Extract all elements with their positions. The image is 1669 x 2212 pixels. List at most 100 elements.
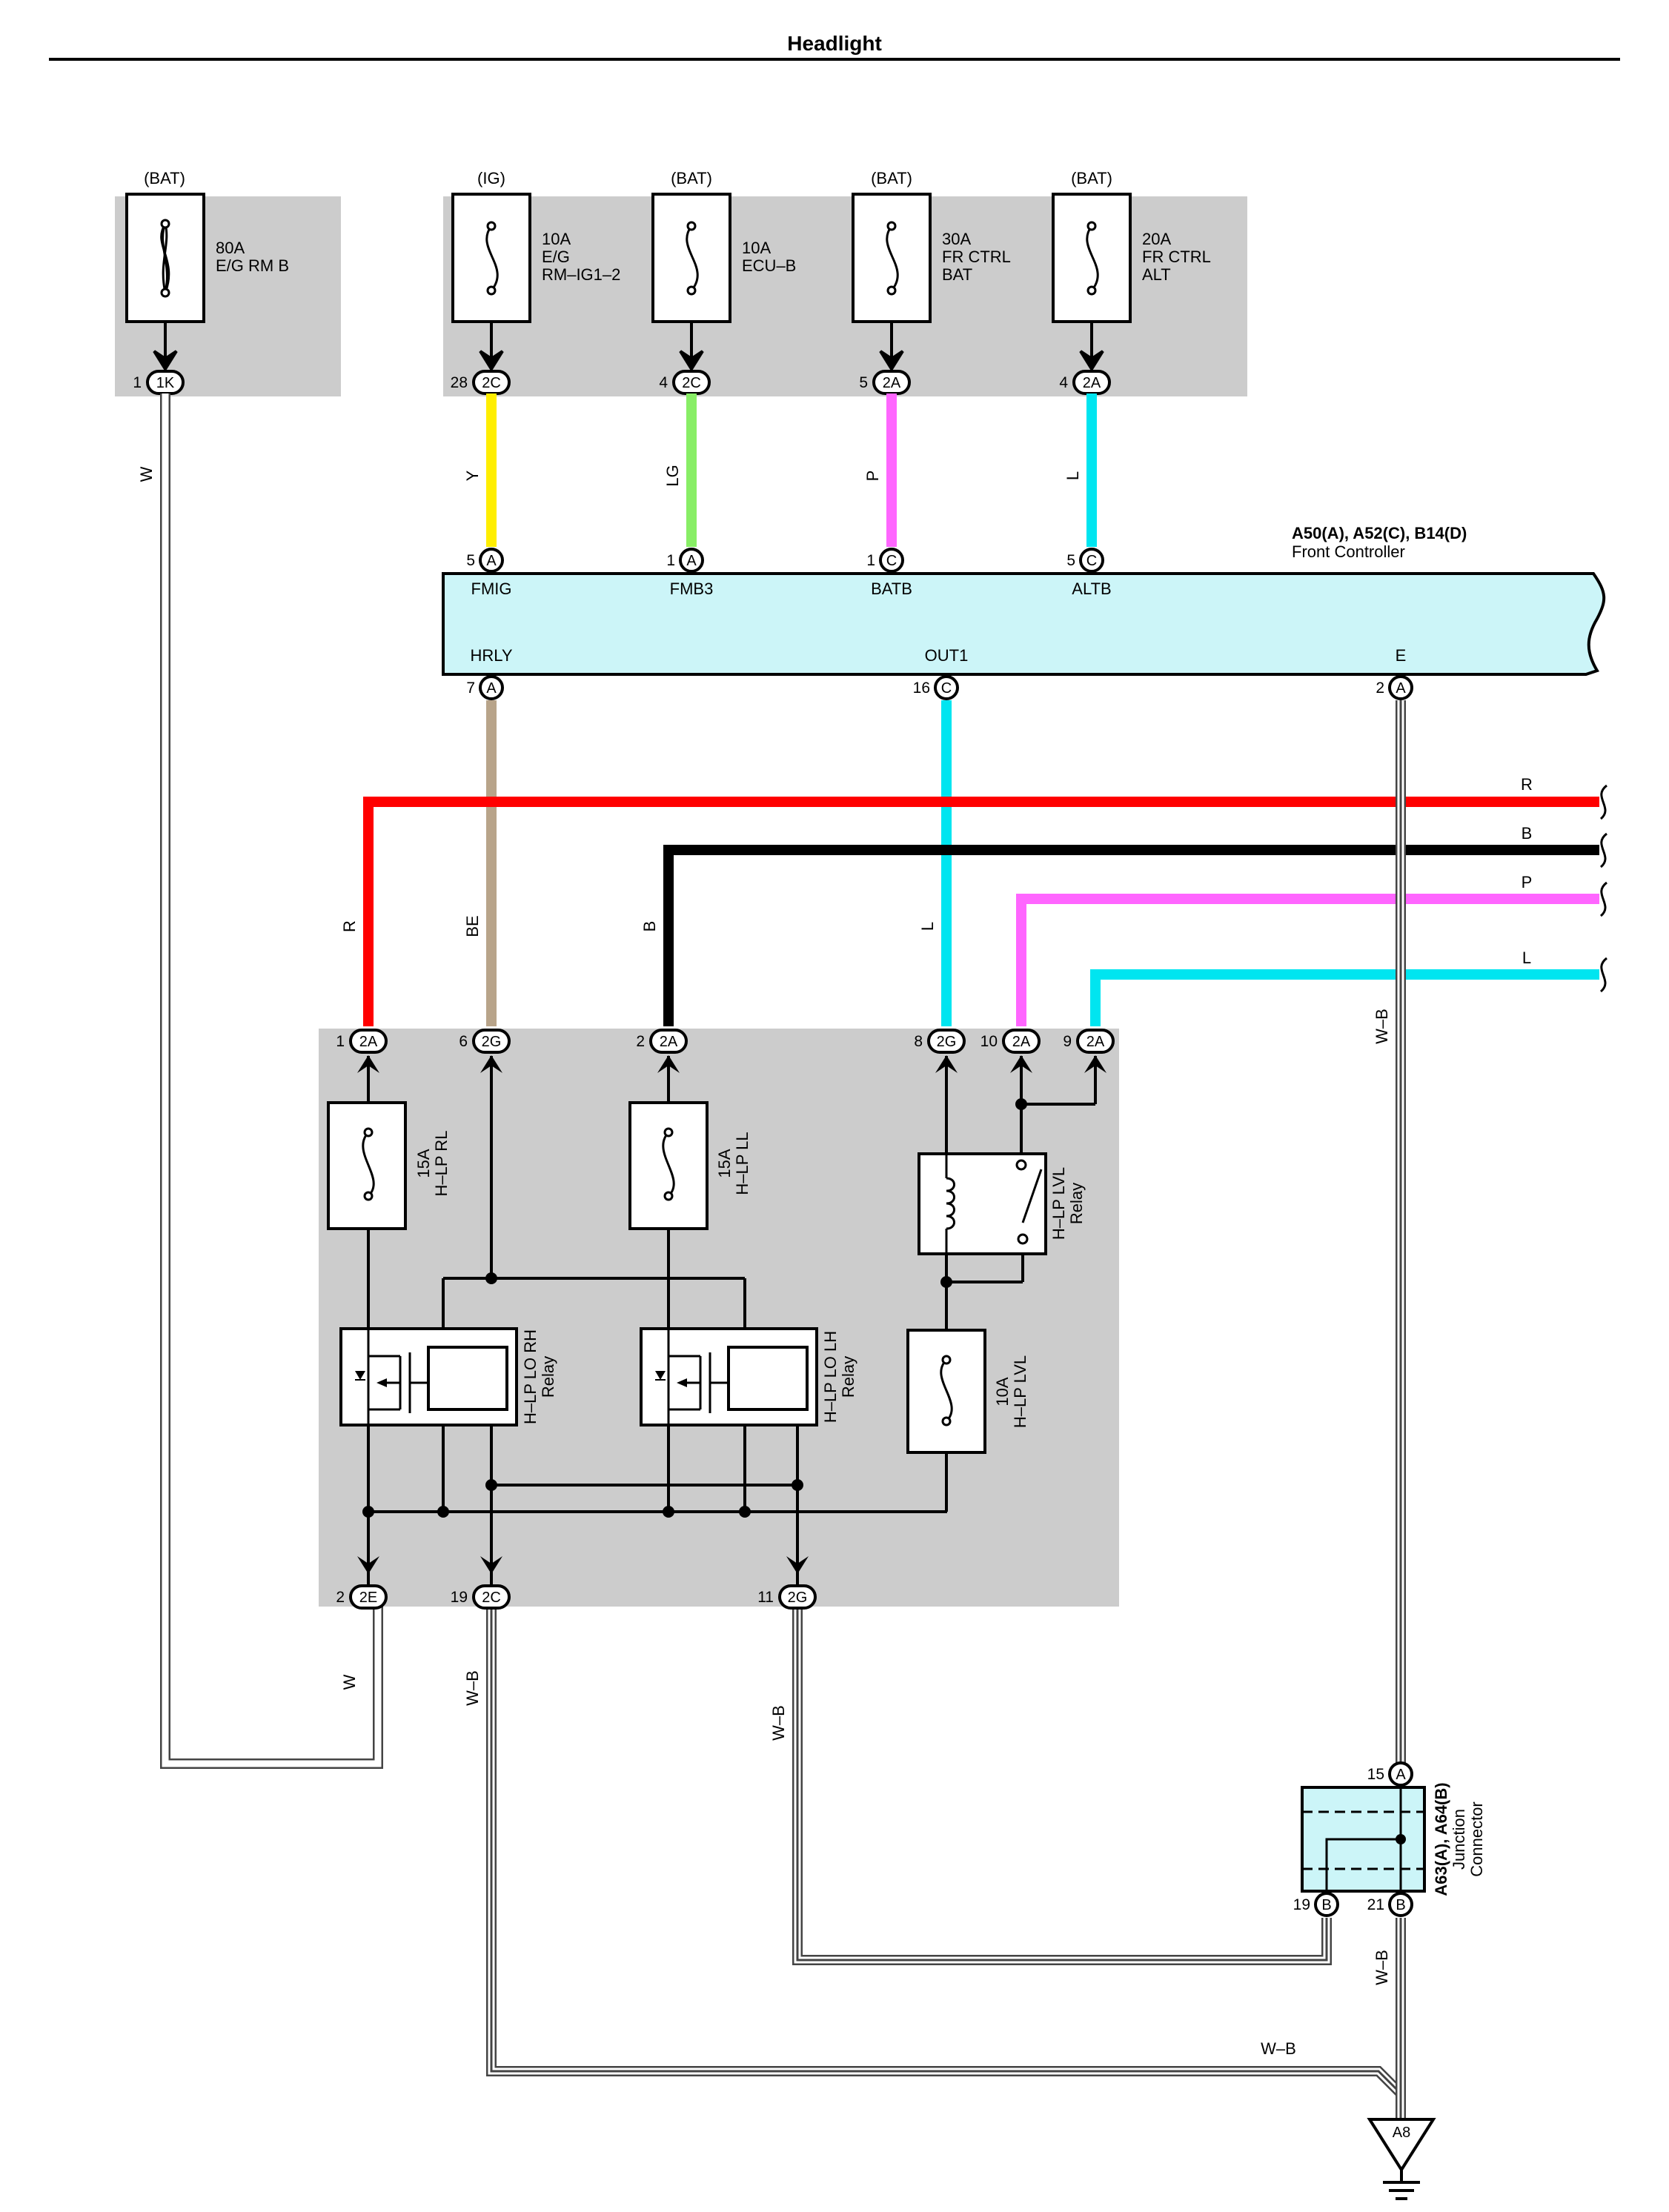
connector-2a-4-code: 2A bbox=[1083, 375, 1101, 391]
junction-term-19b: B 19 bbox=[1293, 1892, 1339, 1917]
fuse-h-lp-lvl-name: H–LP LVL bbox=[1011, 1355, 1029, 1428]
controller-term-batb-label: BATB bbox=[871, 579, 912, 598]
connector-2c-4-code: 2C bbox=[682, 375, 701, 391]
label-wire-lg: LG bbox=[663, 465, 682, 486]
fuse-4-rating: 30A bbox=[942, 230, 971, 248]
fuse-3-supply: (BAT) bbox=[671, 169, 712, 187]
controller-id: A50(A), A52(C), B14(D) bbox=[1292, 524, 1467, 542]
fuse-5-name: FR CTRL bbox=[1142, 248, 1211, 266]
connector-2a-2: 2A 2 bbox=[636, 1029, 688, 1054]
label-wire-p-top: P bbox=[863, 471, 882, 482]
connector-2a-9: 2A 9 bbox=[1063, 1029, 1115, 1054]
controller-term-hrly-pin: 7 bbox=[466, 680, 475, 697]
connector-2a-10-code: 2A bbox=[1012, 1034, 1031, 1050]
connector-1k: 1K 1 bbox=[133, 370, 185, 395]
connector-2c-19-pin: 19 bbox=[451, 1589, 468, 1606]
connector-2a-9-code: 2A bbox=[1086, 1034, 1105, 1050]
label-wire-p-right: P bbox=[1522, 873, 1533, 891]
ground-symbol: A8 bbox=[1367, 2118, 1436, 2200]
connector-2a-10: 2A 10 bbox=[981, 1029, 1041, 1054]
fuse-2-name-2: RM–IG1–2 bbox=[542, 265, 620, 284]
label-wire-y: Y bbox=[463, 470, 482, 481]
junction-term-15a-conn: A bbox=[1396, 1767, 1406, 1783]
connector-2a-2-code: 2A bbox=[660, 1034, 678, 1050]
fuse-1-name: E/G RM B bbox=[216, 256, 289, 275]
controller-term-hrly-label: HRLY bbox=[470, 646, 512, 665]
fuse-5-name-2: ALT bbox=[1142, 265, 1171, 284]
connector-2e-2-pin: 2 bbox=[336, 1589, 345, 1606]
connector-2g-8-code: 2G bbox=[937, 1034, 957, 1050]
connector-1k-code: 1K bbox=[156, 375, 175, 391]
connector-2c-19-code: 2C bbox=[482, 1590, 501, 1606]
controller-term-fmb3-conn: A bbox=[686, 553, 697, 569]
fuse-1-rating: 80A bbox=[216, 239, 245, 257]
connector-2g-11-pin: 11 bbox=[757, 1589, 774, 1606]
fuse-3-name: ECU–B bbox=[742, 256, 796, 275]
controller-term-hrly-conn: A bbox=[486, 680, 497, 697]
connector-2a-4-pin: 4 bbox=[1059, 374, 1068, 391]
connector-2a-4: 2A 4 bbox=[1059, 370, 1111, 395]
relay-h-lp-lo-lh: H–LP LO LH Relay bbox=[640, 1327, 857, 1426]
connector-2g-6: 2G 6 bbox=[459, 1029, 511, 1054]
label-wire-wb-jc: W–B bbox=[1373, 1950, 1391, 1985]
fuse-h-lp-lvl-rating: 10A bbox=[993, 1377, 1012, 1406]
connector-2g-8-pin: 8 bbox=[914, 1033, 923, 1050]
label-wire-l-right: L bbox=[1522, 949, 1531, 967]
controller-term-fmig-label: FMIG bbox=[471, 579, 512, 598]
connector-2g-6-code: 2G bbox=[482, 1034, 502, 1050]
title-rule bbox=[49, 58, 1620, 61]
controller-term-out1-pin: 16 bbox=[913, 680, 930, 697]
fuse-2-name: E/G bbox=[542, 248, 570, 266]
relay-block-shade bbox=[319, 1029, 1119, 1607]
fuse-20a-fr-ctrl-alt: (BAT) 20A FR CTRL ALT bbox=[1052, 169, 1211, 323]
label-wire-b-right: B bbox=[1522, 824, 1533, 843]
fuse-5-rating: 20A bbox=[1142, 230, 1171, 248]
label-wire-wb-11: W–B bbox=[769, 1705, 788, 1741]
wire-r bbox=[363, 797, 1599, 1026]
fuse-5-supply: (BAT) bbox=[1071, 169, 1112, 187]
junction-term-15a-pin: 15 bbox=[1367, 1766, 1384, 1783]
junction-term-21b: B 21 bbox=[1367, 1892, 1413, 1917]
controller-term-out1-conn: C bbox=[941, 680, 952, 697]
fuse-h-lp-ll-rating: 15A bbox=[715, 1149, 734, 1178]
connector-1k-pin: 1 bbox=[133, 374, 142, 391]
connector-2g-11: 2G 11 bbox=[757, 1584, 817, 1610]
ground-id: A8 bbox=[1393, 2125, 1410, 2141]
label-wire-wb-19: W–B bbox=[463, 1670, 482, 1706]
junction-term-21b-conn: B bbox=[1396, 1897, 1405, 1913]
controller-term-fmig-conn: A bbox=[486, 553, 497, 569]
relay-h-lp-lo-rh: H–LP LO RH Relay bbox=[339, 1327, 557, 1426]
label-wire-wb-ground: W–B bbox=[1373, 1009, 1391, 1044]
controller-term-batb-conn: C bbox=[886, 553, 897, 569]
wire-b bbox=[663, 845, 1599, 1026]
fuse-30a-fr-ctrl-bat: (BAT) 30A FR CTRL BAT bbox=[852, 169, 1011, 323]
connector-2a-1-code: 2A bbox=[359, 1034, 378, 1050]
controller-term-altb-label: ALTB bbox=[1072, 579, 1111, 598]
fuse-10a-eg-rm-ig1-2: (IG) 10A E/G RM–IG1–2 bbox=[451, 169, 620, 323]
controller-term-e-pin: 2 bbox=[1376, 680, 1384, 697]
fuse-80a-eg-rm-b: (BAT) 80A E/G RM B bbox=[125, 169, 289, 323]
controller-term-out1: C 16 OUT1 bbox=[913, 646, 968, 700]
junction-term-19b-pin: 19 bbox=[1293, 1896, 1310, 1913]
fuse-4-name-2: BAT bbox=[942, 265, 972, 284]
controller-term-altb-conn: C bbox=[1086, 553, 1097, 569]
junction-term-21b-pin: 21 bbox=[1367, 1896, 1384, 1913]
relay-h-lp-lo-rh-type: Relay bbox=[539, 1356, 557, 1398]
fuse-h-lp-rl: 15A H–LP RL bbox=[327, 1101, 451, 1230]
connector-2e-2-code: 2E bbox=[359, 1590, 377, 1606]
fuse-h-lp-lvl: 10A H–LP LVL bbox=[906, 1329, 1029, 1454]
controller-name: Front Controller bbox=[1292, 542, 1405, 561]
junction-name-2: Connector bbox=[1467, 1801, 1486, 1877]
junction-term-19b-conn: B bbox=[1321, 1897, 1331, 1913]
fuse-4-name: FR CTRL bbox=[942, 248, 1011, 266]
label-wire-r-left: R bbox=[340, 920, 359, 932]
fuse-1-supply: (BAT) bbox=[144, 169, 185, 187]
relay-h-lp-lo-rh-name: H–LP LO RH bbox=[521, 1329, 540, 1424]
connector-2g-11-code: 2G bbox=[788, 1590, 808, 1606]
connector-2e-2: 2E 2 bbox=[336, 1584, 388, 1610]
fuse-h-lp-ll: 15A H–LP LL bbox=[628, 1101, 751, 1230]
relay-block-top-arrows bbox=[357, 1055, 1106, 1073]
connector-2a-5-code: 2A bbox=[883, 375, 901, 391]
wire-break-marks bbox=[1599, 784, 1607, 993]
connector-2c-28-pin: 28 bbox=[451, 374, 468, 391]
